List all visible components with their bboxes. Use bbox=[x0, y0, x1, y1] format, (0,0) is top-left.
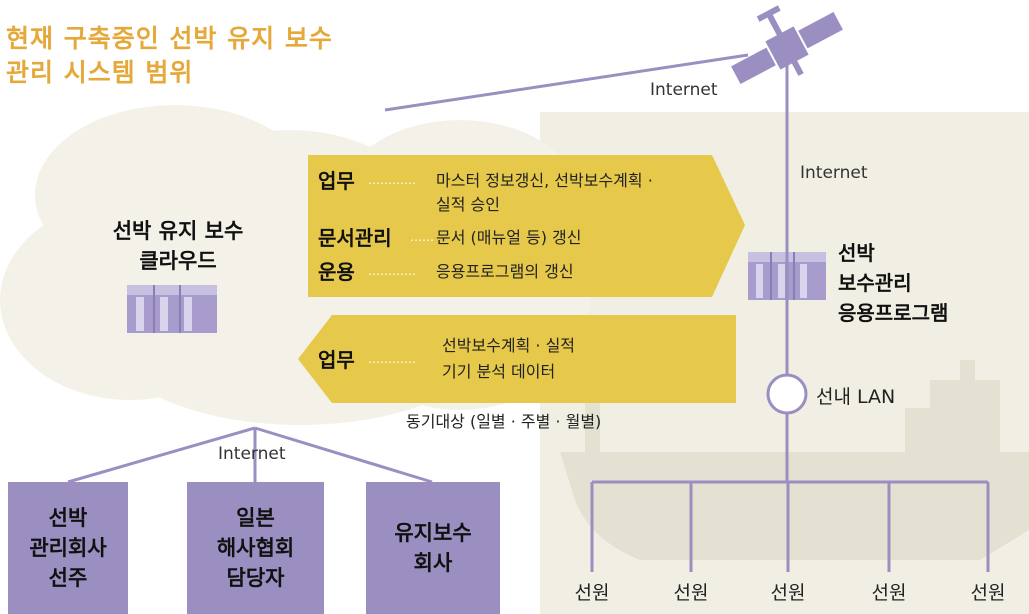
diagram-title: 현재 구축중인 선박 유지 보수 관리 시스템 범위 bbox=[6, 22, 333, 90]
org-line: 일본 bbox=[236, 506, 275, 530]
crew-label: 선원 bbox=[970, 582, 1006, 604]
leader-dots: ………… bbox=[368, 173, 416, 187]
internet-label-mast: Internet bbox=[800, 163, 868, 183]
cloud-label: 선박 유지 보수 클라우드 bbox=[78, 216, 278, 276]
upload-arrow bbox=[308, 155, 745, 297]
org-line: 회사 bbox=[413, 551, 453, 575]
download-arrow bbox=[298, 315, 736, 403]
title-line-1: 현재 구축중인 선박 유지 보수 bbox=[6, 24, 333, 53]
org-box-maintenance-company: 유지보수 회사 bbox=[366, 482, 500, 614]
org-line: 관리회사 bbox=[29, 536, 107, 560]
org-line: 담당자 bbox=[226, 566, 285, 590]
satellite-icon bbox=[731, 5, 843, 85]
org-line: 선박 bbox=[48, 506, 88, 530]
crew-label: 선원 bbox=[574, 582, 610, 604]
crew-label: 선원 bbox=[871, 582, 907, 604]
cloud-satellite-link bbox=[384, 53, 749, 112]
crew-label: 선원 bbox=[673, 582, 709, 604]
leader-dots: …… bbox=[410, 230, 434, 244]
upload-key-documents: 문서관리 bbox=[318, 226, 392, 250]
download-text-2: 기기 분석 데이터 bbox=[442, 362, 556, 381]
download-key-business: 업무 bbox=[318, 348, 355, 372]
cloud-label-line-2: 클라우드 bbox=[139, 249, 217, 273]
ship-app-line-3: 응용프로그램 bbox=[838, 301, 949, 325]
lan-hub bbox=[766, 373, 808, 415]
leader-dots: ………… bbox=[368, 352, 416, 366]
title-line-2: 관리 시스템 범위 bbox=[6, 58, 194, 87]
sync-target-label: 동기대상 (일별 · 주별 · 월별) bbox=[406, 412, 602, 431]
ship-app-label: 선박 보수관리 응용프로그램 bbox=[838, 238, 948, 328]
upload-key-business: 업무 bbox=[318, 169, 355, 193]
upload-text-operations: 응용프로그램의 갱신 bbox=[436, 262, 574, 281]
ship-superstructure bbox=[905, 360, 1000, 452]
upload-text-business-2: 실적 승인 bbox=[436, 195, 500, 214]
download-text-1: 선박보수계획 · 실적 bbox=[442, 336, 576, 355]
server-icon bbox=[127, 285, 217, 333]
ship-app-line-2: 보수관리 bbox=[838, 271, 912, 295]
org-link bbox=[254, 426, 433, 484]
upload-text-business-1: 마스터 정보갱신, 선박보수계획 · bbox=[436, 171, 653, 190]
ship-silhouette bbox=[560, 452, 1029, 560]
internet-label-satellite: Internet bbox=[650, 80, 718, 100]
org-box-ship-management: 선박 관리회사 선주 bbox=[8, 482, 128, 614]
ship-mast-silhouette bbox=[585, 400, 600, 452]
internet-label-cloud: Internet bbox=[218, 444, 286, 464]
org-line: 유지보수 bbox=[394, 521, 472, 545]
crew-label: 선원 bbox=[770, 582, 806, 604]
upload-text-documents: 문서 (매뉴얼 등) 갱신 bbox=[436, 228, 582, 247]
upload-key-operations: 운용 bbox=[318, 260, 355, 284]
lan-label: 선내 LAN bbox=[816, 386, 896, 408]
ship-app-line-1: 선박 bbox=[838, 241, 875, 265]
org-line: 선주 bbox=[48, 566, 88, 590]
cloud-label-line-1: 선박 유지 보수 bbox=[112, 219, 244, 243]
org-link bbox=[67, 426, 256, 484]
org-line: 해사협회 bbox=[216, 536, 295, 560]
org-box-classification-society: 일본 해사협회 담당자 bbox=[187, 482, 324, 614]
leader-dots: ………… bbox=[368, 264, 416, 278]
